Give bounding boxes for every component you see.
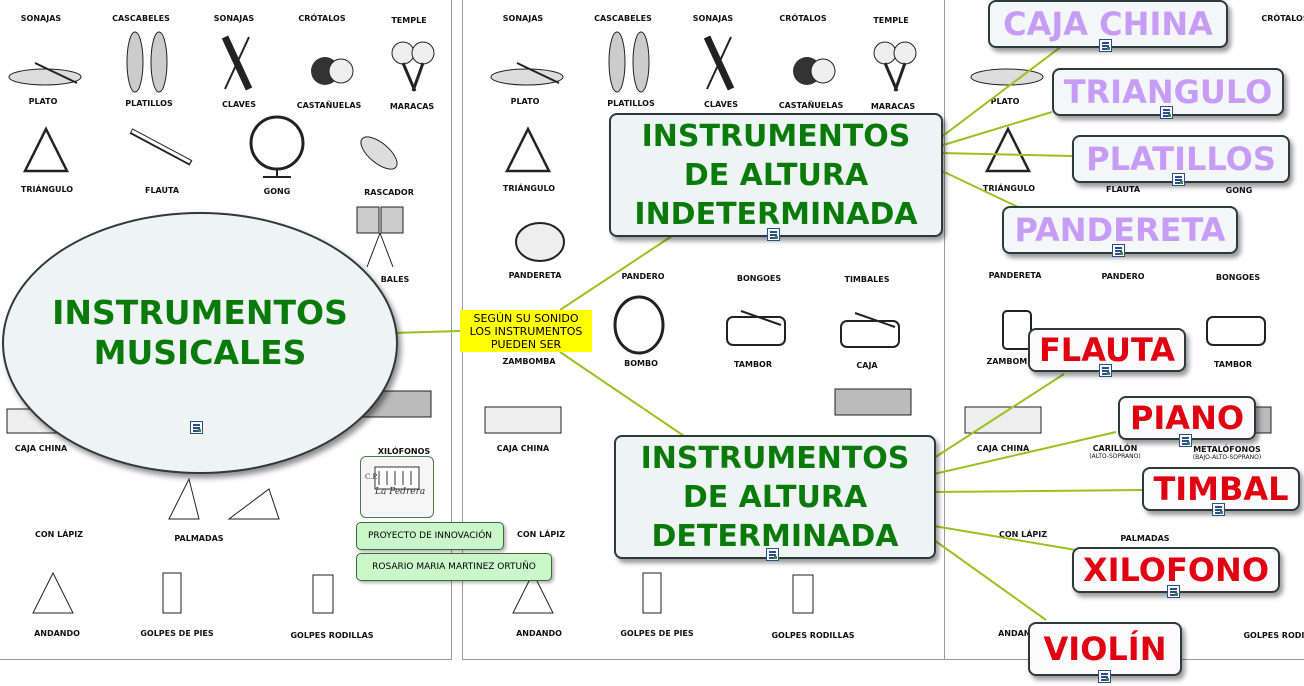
leaf-caja-china-label: CAJA CHINA xyxy=(1003,5,1213,43)
school-logo[interactable]: C.P. La Pedrera xyxy=(360,456,434,518)
note-icon[interactable] xyxy=(1172,173,1185,186)
category-indeterminada-line2: DE ALTURA xyxy=(634,156,917,195)
link-ind-caja-china xyxy=(940,46,1062,138)
leaf-violin-label: VIOLÍN xyxy=(1044,630,1167,668)
category-indeterminada-line1: INSTRUMENTOS xyxy=(634,117,917,156)
note-icon[interactable] xyxy=(767,228,780,241)
link-det-violin xyxy=(934,540,1046,620)
link-ind-pandereta xyxy=(940,170,1020,208)
main-topic-line2: MUSICALES xyxy=(52,333,348,373)
note-icon[interactable] xyxy=(1099,39,1112,52)
logo-cp: C.P. xyxy=(365,473,378,481)
connector-line2: LOS INSTRUMENTOS xyxy=(470,325,583,338)
note-icon[interactable] xyxy=(1179,434,1192,447)
connector-line3: PUEDEN SER xyxy=(470,338,583,351)
link-ind-platillos xyxy=(940,153,1072,156)
link-connector-determinada xyxy=(560,352,684,436)
note-icon[interactable] xyxy=(1167,585,1180,598)
link-det-piano xyxy=(934,432,1116,474)
tag-project[interactable]: PROYECTO DE INNOVACIÓN xyxy=(356,522,504,550)
leaf-piano-label: PIANO xyxy=(1130,399,1244,437)
category-determinada-line1: INSTRUMENTOS xyxy=(641,439,910,478)
note-icon[interactable] xyxy=(190,421,203,434)
link-connector-indeterminada xyxy=(560,236,672,310)
main-topic-line1: INSTRUMENTOS xyxy=(52,293,348,333)
link-det-xilofono xyxy=(934,526,1076,550)
note-icon[interactable] xyxy=(1212,503,1225,516)
category-indeterminada[interactable]: INSTRUMENTOS DE ALTURA INDETERMINADA xyxy=(609,113,943,237)
tag-author[interactable]: ROSARIO MARIA MARTINEZ ORTUÑO xyxy=(356,553,552,581)
category-determinada-line2: DE ALTURA xyxy=(641,478,910,517)
note-icon[interactable] xyxy=(1160,106,1173,119)
link-ind-triangulo xyxy=(940,112,1052,146)
logo-name: La Pedrera xyxy=(375,487,425,497)
note-icon[interactable] xyxy=(766,548,779,561)
note-icon[interactable] xyxy=(1099,364,1112,377)
link-det-timbal xyxy=(934,490,1142,492)
connector-line1: SEGÚN SU SONIDO xyxy=(470,312,583,325)
connector-label[interactable]: SEGÚN SU SONIDO LOS INSTRUMENTOS PUEDEN … xyxy=(460,310,592,352)
main-topic-node[interactable]: INSTRUMENTOS MUSICALES xyxy=(2,212,398,474)
category-determinada[interactable]: INSTRUMENTOS DE ALTURA DETERMINADA xyxy=(614,435,936,559)
note-icon[interactable] xyxy=(1112,244,1125,257)
note-icon[interactable] xyxy=(1098,670,1111,683)
leaf-xilofono-label: XILOFONO xyxy=(1083,551,1269,589)
tag-project-label: PROYECTO DE INNOVACIÓN xyxy=(368,531,492,541)
tag-author-label: ROSARIO MARIA MARTINEZ ORTUÑO xyxy=(372,562,536,572)
link-det-flauta xyxy=(934,374,1064,458)
link-main-connector xyxy=(392,331,460,333)
leaf-violin[interactable]: VIOLÍN xyxy=(1028,622,1182,676)
